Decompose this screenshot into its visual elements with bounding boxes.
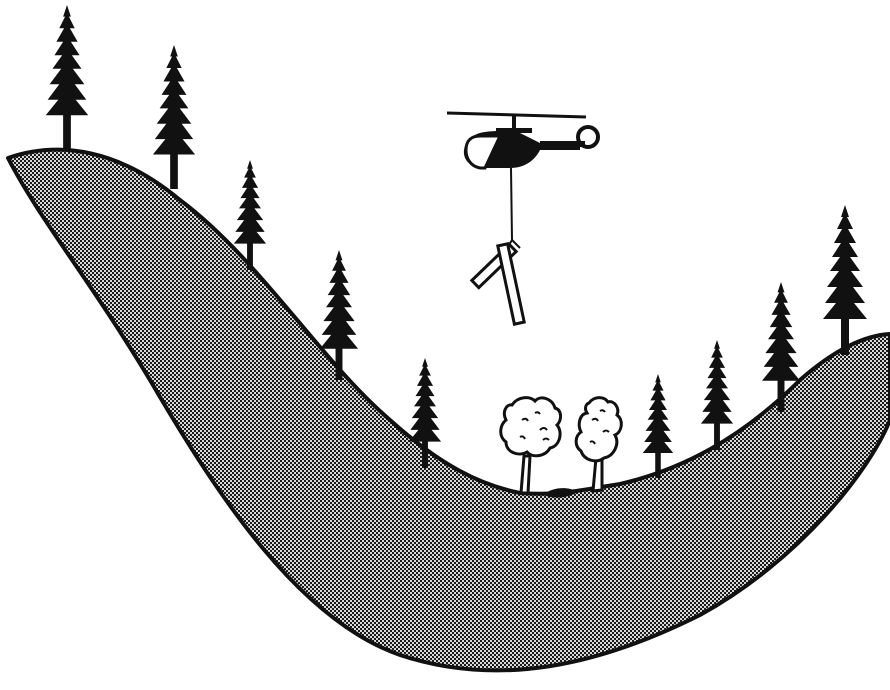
deciduous-tree <box>574 396 623 493</box>
deciduous-tree <box>499 396 562 495</box>
conifer-tree <box>642 374 674 478</box>
valley-ground <box>6 147 890 673</box>
conifer-tree <box>700 340 734 450</box>
conifer-tree <box>152 45 196 189</box>
conifer-tree <box>45 5 89 150</box>
log-bundle-load <box>469 167 526 326</box>
conifer-tree <box>823 205 867 355</box>
helicopter <box>446 111 600 170</box>
valley-stream <box>543 488 578 498</box>
